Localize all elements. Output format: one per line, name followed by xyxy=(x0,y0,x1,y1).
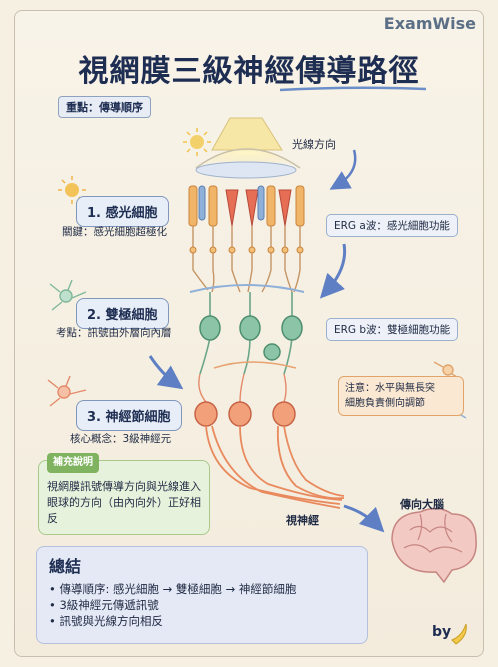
step-3-note: 核心概念：3級神經元 xyxy=(70,433,172,445)
attention-line-1: 注意：水平與無長突 xyxy=(345,383,435,394)
supplement-text: 視網膜訊號傳導方向與光線進入眼球的方向（由內向外）正好相反 xyxy=(47,480,201,525)
light-beam-icon xyxy=(195,117,301,179)
light-direction-label: 光線方向 xyxy=(292,138,336,151)
summary-item: • 傳導順序: 感光細胞 → 雙極細胞 → 神經節細胞 xyxy=(49,582,297,596)
amacrine-cell xyxy=(263,343,281,361)
light-direction-arrow-icon xyxy=(329,149,357,190)
summary-item: • 訊號與光線方向相反 xyxy=(49,614,163,628)
erg-b-wave-label: ERG b波：雙極細胞功能 xyxy=(326,318,459,341)
signal-arrow-icon xyxy=(319,243,347,299)
photoreceptor-layer xyxy=(188,185,305,293)
bipolar-cell-layer xyxy=(199,292,303,375)
attention-line-2: 細胞負責側向調節 xyxy=(345,398,425,409)
key-point-tag: 重點：傳導順序 xyxy=(58,96,151,118)
brand-logo: ExamWise xyxy=(383,14,476,33)
to-brain-arrow-icon xyxy=(343,504,385,533)
sun-icon xyxy=(183,128,211,156)
step-1-label: 1. 感光細胞 xyxy=(76,196,169,227)
banana-icon xyxy=(451,623,467,645)
supplement-tag: 補充說明 xyxy=(47,453,99,473)
step-1-note: 關鍵：感光細胞超極化 xyxy=(62,226,167,238)
supplement-box: 補充說明 視網膜訊號傳導方向與光線進入眼球的方向（由內向外）正好相反 xyxy=(38,453,210,535)
horizontal-cell xyxy=(189,284,305,293)
title-underline xyxy=(279,86,427,92)
step-2-label: 2. 雙極細胞 xyxy=(76,298,169,329)
neuron-icon xyxy=(47,375,87,407)
ganglion-cell-layer xyxy=(194,373,345,509)
signal-arrow-icon xyxy=(148,355,184,390)
optic-nerve-label: 視神經 xyxy=(286,514,319,527)
by-credit: by xyxy=(432,624,452,640)
summary-item: • 3級神經元傳遞訊號 xyxy=(49,598,159,612)
to-brain-label: 傳向大腦 xyxy=(400,498,444,511)
attention-note: 注意：水平與無長突 細胞負責側向調節 xyxy=(338,376,464,416)
optic-nerve-fibers xyxy=(205,425,345,509)
brain-icon xyxy=(391,507,477,584)
page-title: 視網膜三級神經傳導路徑 xyxy=(78,54,420,89)
erg-a-wave-label: ERG a波：感光細胞功能 xyxy=(326,214,458,237)
neuron-icon xyxy=(49,279,87,311)
step-2-note: 考點：訊號由外層向內層 xyxy=(56,327,172,339)
summary-title: 總結 xyxy=(49,557,82,576)
step-3-label: 3. 神經節細胞 xyxy=(76,400,182,431)
summary-box: 總結 • 傳導順序: 感光細胞 → 雙極細胞 → 神經節細胞 • 3級神經元傳遞… xyxy=(36,546,368,644)
